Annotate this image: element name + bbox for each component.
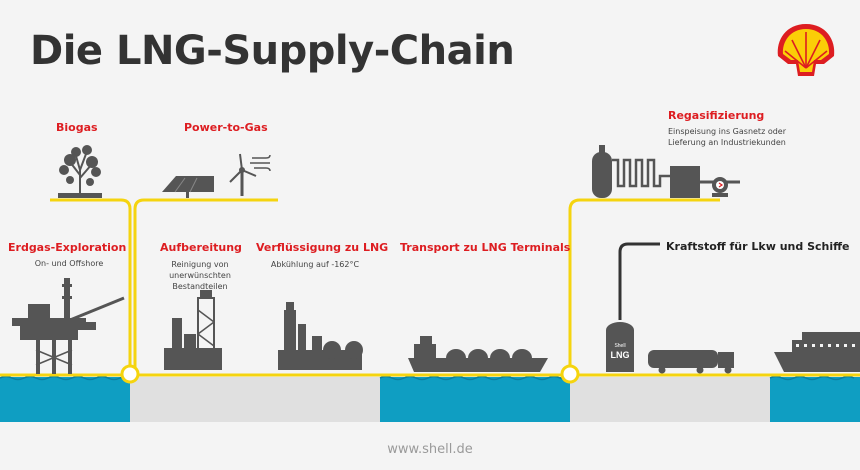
route-branch-biogas xyxy=(50,198,132,372)
desc-processing-line: unerwünschten xyxy=(169,271,231,280)
desc-regasification-line: Einspeisung ins Gasnetz oder xyxy=(668,127,786,136)
lng-truck-icon xyxy=(648,350,734,374)
label-exploration: Erdgas-Exploration xyxy=(8,241,127,254)
wave-2 xyxy=(379,375,571,381)
page-title: Die LNG-Supply-Chain xyxy=(30,28,515,74)
desc-processing-line: Reinigung von xyxy=(171,260,229,269)
tank-brand-text: Shell xyxy=(614,343,625,349)
water-band-3 xyxy=(770,377,860,422)
wind-lines-icon xyxy=(250,154,271,172)
processing-plant-icon xyxy=(164,290,222,370)
label-processing: Aufbereitung xyxy=(160,241,242,254)
route-branch-regas xyxy=(568,198,720,372)
route-branch-power xyxy=(133,198,278,372)
wave-1 xyxy=(0,375,133,381)
label-liquefaction: Verflüssigung zu LNG xyxy=(256,241,389,254)
water-band-1 xyxy=(0,377,130,422)
lng-tanker-icon xyxy=(408,336,548,372)
label-transport: Transport zu LNG Terminals xyxy=(400,241,571,254)
desc-processing: Reinigung von unerwünschten Bestandteile… xyxy=(158,259,242,292)
ferry-ship-icon xyxy=(774,332,860,372)
junction-node-left xyxy=(120,364,140,384)
desc-liquefaction: Abkühlung auf -162°C xyxy=(270,260,360,269)
biogas-plants-icon xyxy=(58,145,102,198)
desc-regasification: Einspeisung ins Gasnetz oder Lieferung a… xyxy=(668,126,818,148)
ground-band-left xyxy=(130,377,380,422)
label-power-to-gas: Power-to-Gas xyxy=(184,121,268,134)
lng-tank-icon xyxy=(606,322,634,372)
wind-turbine-icon xyxy=(229,153,257,196)
tank-lng-text: LNG xyxy=(611,350,630,360)
fuel-pipe xyxy=(618,242,660,320)
ground-band-right xyxy=(570,377,770,422)
regasification-unit-icon xyxy=(592,145,740,198)
junction-node-right xyxy=(560,364,580,384)
liquefaction-plant-icon xyxy=(278,302,363,370)
desc-processing-line: Bestandteilen xyxy=(172,282,228,291)
water-band-2 xyxy=(380,377,570,422)
footer-url[interactable]: www.shell.de xyxy=(387,442,473,457)
offshore-platform-icon xyxy=(12,278,125,374)
desc-exploration: On- und Offshore xyxy=(34,259,104,268)
label-regasification: Regasifizierung xyxy=(668,109,765,122)
label-fuel: Kraftstoff für Lkw und Schiffe xyxy=(666,240,850,253)
desc-regasification-line: Lieferung an Industriekunden xyxy=(668,138,786,147)
wave-3 xyxy=(769,375,855,381)
label-biogas: Biogas xyxy=(56,121,98,134)
solar-panel-icon xyxy=(162,176,214,198)
shell-pecten-icon xyxy=(777,24,835,76)
